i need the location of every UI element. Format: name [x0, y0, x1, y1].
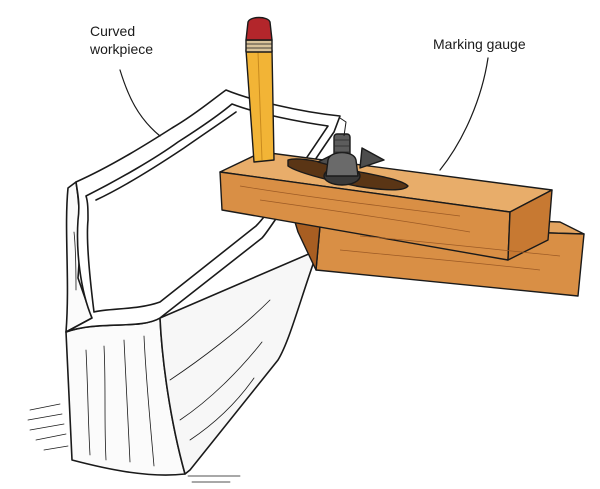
curved-workpiece: [27, 89, 341, 483]
label-marking-gauge: Marking gauge: [433, 36, 526, 52]
workpiece-grain: [73, 231, 271, 467]
pencil-eraser: [245, 16, 273, 41]
workpiece-side-face: [159, 249, 319, 475]
leader-lines: [119, 57, 489, 171]
label-curved-workpiece-line1: Curved: [90, 23, 136, 39]
base-shadow-hatching: [27, 403, 241, 483]
pencil: [245, 16, 275, 163]
marking-gauge: [219, 117, 585, 297]
label-curved-workpiece: Curved workpiece: [90, 22, 210, 58]
thumbscrew-icon: [317, 133, 385, 186]
leader-line-marking-gauge: [439, 57, 489, 171]
gauge-grain: [239, 185, 561, 271]
gauge-wire: [339, 117, 347, 137]
leader-line-curved-workpiece: [119, 69, 161, 137]
pencil-ferrule: [245, 39, 273, 53]
label-curved-workpiece-line2: workpiece: [90, 41, 154, 57]
gauge-stock-end: [507, 189, 553, 261]
workpiece-inner-edge: [95, 111, 237, 201]
